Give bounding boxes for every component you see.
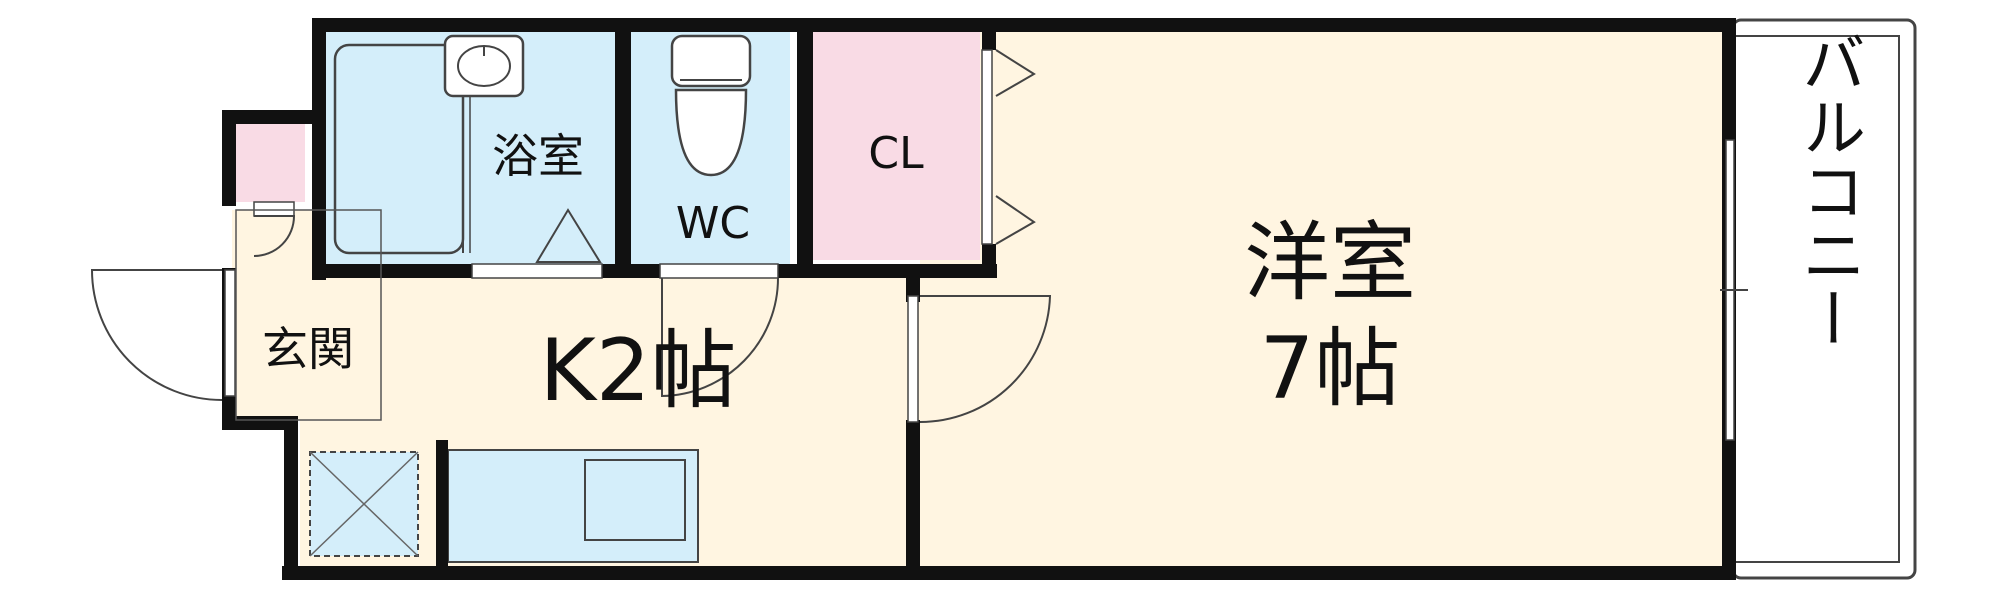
shower-drain [535,208,602,263]
washbasin [443,34,525,98]
entrance-label: 玄関 [262,322,354,376]
closet-label: CL [868,128,924,179]
sink [584,459,686,541]
entrance-step [235,209,382,421]
western-room-name: 洋室 [1244,213,1416,313]
bathtub [333,43,471,255]
kitchen-counter [447,449,699,563]
shoe-cabinet [235,124,305,202]
bath-label: 浴室 [492,129,584,183]
closet-floor [812,32,980,260]
balcony-label: バルコニー [1791,30,1865,350]
kitchen-label: K2帖 [539,321,736,421]
toilet [670,34,752,177]
wc-label: WC [676,198,750,249]
western-room-floor [920,30,1723,568]
western-room-size: 7帖 [1260,319,1401,419]
door-swings [90,49,1748,423]
